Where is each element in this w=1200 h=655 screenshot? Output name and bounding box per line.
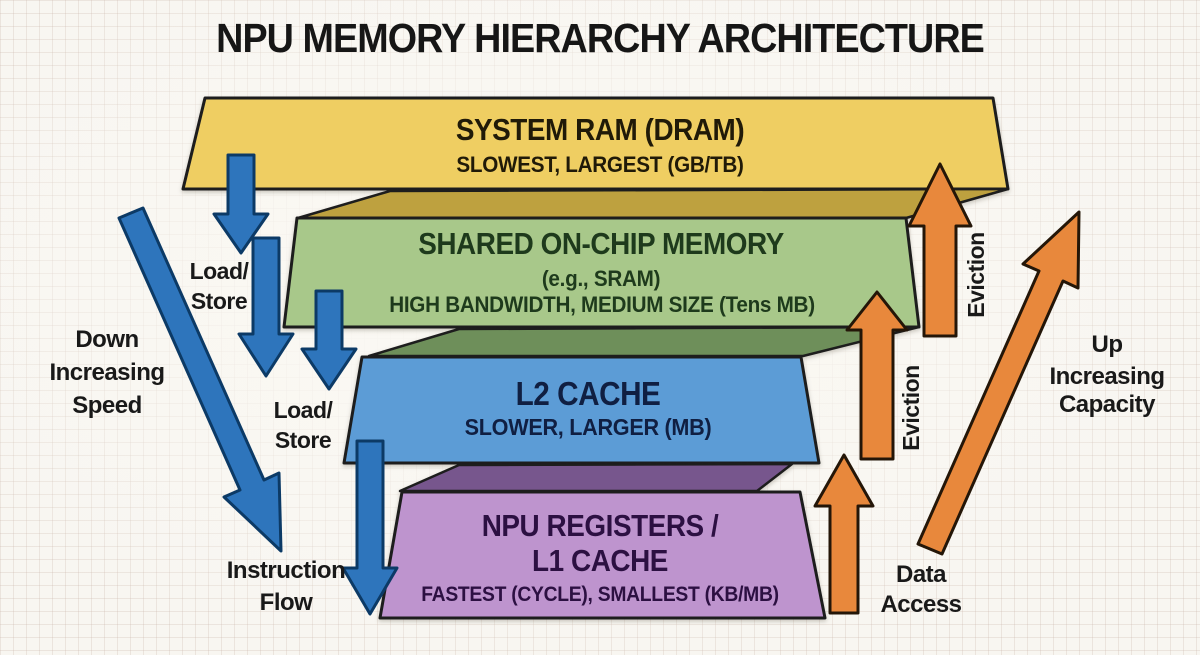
label-system-ram: SYSTEM RAM (DRAM): [456, 113, 744, 148]
label-instruction-flow-2: Flow: [260, 589, 313, 616]
label-eviction-lower: Eviction: [898, 365, 924, 450]
arrow-load-store-1: [212, 153, 270, 255]
layer-l2-cache-face: [342, 355, 821, 465]
label-npu-registers-sub: FASTEST (CYCLE), SMALLEST (KB/MB): [421, 583, 779, 606]
layer-shared-on-chip-underside: [367, 325, 921, 358]
arrow-load-store-2: [237, 236, 295, 378]
up-arrows: [813, 162, 1081, 615]
label-up-capacity-2: Increasing: [1049, 363, 1164, 390]
label-load-store-mid-1: Load/: [274, 397, 334, 423]
label-up-capacity-1: Up: [1092, 331, 1123, 358]
page-title: NPU MEMORY HIERARCHY ARCHITECTURE: [216, 16, 984, 62]
label-down-speed-3: Speed: [72, 392, 142, 419]
label-load-store-top-1: Load/: [190, 258, 250, 284]
arrow-big-up-capacity: [916, 210, 1081, 556]
label-data-access-1: Data: [896, 561, 947, 588]
arrow-eviction-lower: [845, 290, 909, 461]
memory-stack: [181, 96, 1010, 620]
arrow-load-store-3: [300, 289, 358, 391]
layer-l1-top-face: [398, 462, 794, 493]
label-shared-on-chip: SHARED ON-CHIP MEMORY: [418, 227, 784, 262]
arrow-big-down-speed: [117, 206, 283, 553]
layer-system-ram-underside: [296, 187, 1010, 220]
side-labels: Load/ Store Load/ Store Down Increasing …: [49, 232, 1165, 618]
label-npu-registers-line2: L1 CACHE: [532, 544, 668, 579]
down-arrows: [117, 153, 399, 616]
label-system-ram-sub: SLOWEST, LARGEST (GB/TB): [456, 152, 743, 177]
arrow-instruction-flow: [341, 439, 399, 616]
label-npu-registers: NPU REGISTERS /: [482, 509, 719, 544]
label-data-access-2: Access: [880, 591, 961, 618]
label-up-capacity-3: Capacity: [1059, 391, 1156, 418]
arrow-eviction-upper: [907, 162, 973, 338]
label-shared-on-chip-sub1: (e.g., SRAM): [542, 266, 661, 291]
label-l2-cache: L2 CACHE: [516, 376, 661, 413]
label-instruction-flow-1: Instruction: [227, 557, 346, 584]
label-load-store-mid-2: Store: [275, 427, 331, 453]
label-load-store-top-2: Store: [191, 288, 247, 314]
label-l2-cache-sub: SLOWER, LARGER (MB): [465, 414, 712, 440]
label-down-speed-1: Down: [75, 326, 138, 353]
label-eviction-upper: Eviction: [963, 232, 989, 317]
layer-labels: SYSTEM RAM (DRAM) SLOWEST, LARGEST (GB/T…: [389, 113, 815, 607]
label-down-speed-2: Increasing: [49, 359, 164, 386]
arrow-data-access: [813, 453, 875, 615]
label-shared-on-chip-sub2: HIGH BANDWIDTH, MEDIUM SIZE (Tens MB): [389, 292, 815, 317]
